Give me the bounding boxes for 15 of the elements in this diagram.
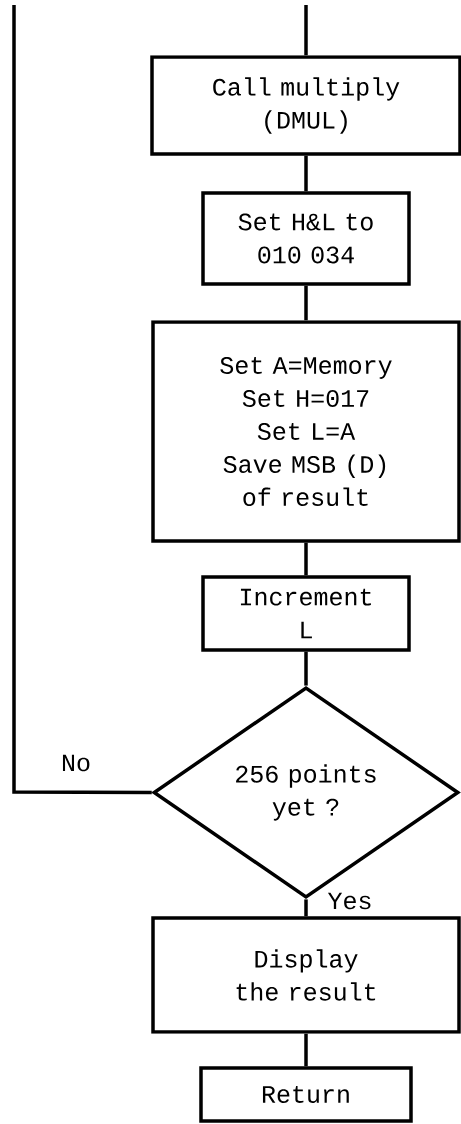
connector-line bbox=[304, 651, 308, 686]
edge-label: No bbox=[60, 753, 92, 773]
connector-line bbox=[304, 1033, 308, 1067]
connector-line bbox=[304, 155, 308, 192]
process-box: Set A=Memory Set H=017 Set L=A Save MSB (D) of result bbox=[151, 320, 461, 543]
process-box: Return bbox=[199, 1066, 413, 1123]
process-box: Display the result bbox=[151, 916, 461, 1034]
connector-line bbox=[12, 5, 152, 795]
process-box: Set H&L to 010 034 bbox=[201, 191, 411, 286]
connector-line bbox=[304, 285, 308, 321]
connector-line bbox=[304, 542, 308, 576]
process-box: Increment L bbox=[201, 575, 411, 652]
connector-line bbox=[304, 5, 308, 56]
connector-line bbox=[304, 899, 308, 917]
process-box: Call multiply (DMUL) bbox=[150, 55, 461, 156]
